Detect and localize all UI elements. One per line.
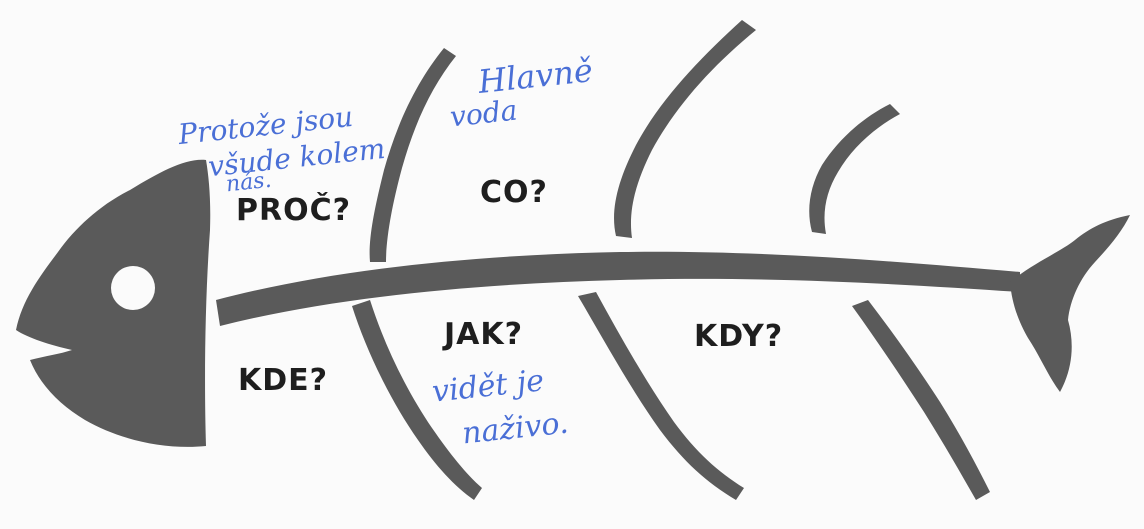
question-co: CO? [480, 178, 548, 208]
rib-upper-3 [809, 104, 900, 234]
question-proc: PROČ? [236, 196, 351, 226]
rib-lower-3 [852, 300, 990, 500]
fish-spine [216, 252, 1020, 326]
fish-eye [111, 266, 155, 310]
note-proc-line-3: nás. [225, 170, 273, 197]
rib-upper-2 [614, 20, 756, 238]
fish-head [16, 160, 210, 447]
question-kdy: KDY? [694, 322, 783, 352]
fish-tail [1010, 215, 1130, 392]
note-co-line-2: voda [449, 97, 519, 132]
question-jak: JAK? [444, 320, 523, 350]
question-kde: KDE? [238, 366, 328, 396]
